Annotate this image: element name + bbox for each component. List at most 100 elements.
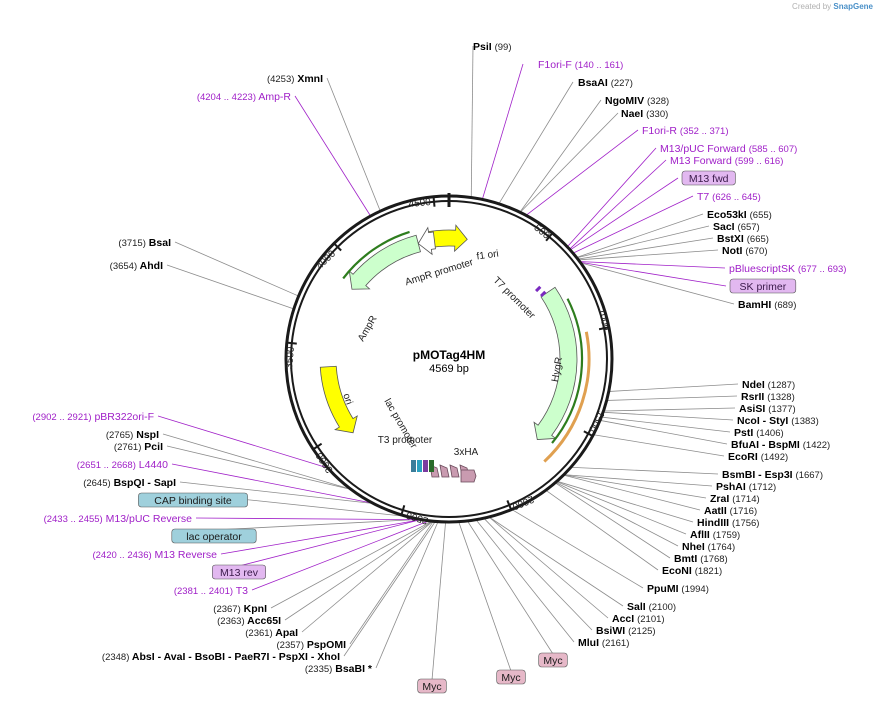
- label-position: (1287): [768, 380, 795, 391]
- hygr-track-green: [551, 298, 584, 444]
- label-position: (1383): [791, 416, 818, 427]
- leader-line: [564, 474, 701, 511]
- label-name: ZraI: [710, 493, 732, 505]
- leader-line: [484, 518, 593, 631]
- site-label-absi-avai-bsobi-paer7i-pspxi-xhoi: (2348) AbsI - AvaI - BsoBI - PaeR7I - Ps…: [102, 651, 340, 663]
- leader-line: [570, 177, 679, 250]
- label-position: (4204 .. 4223): [197, 92, 256, 103]
- label-name: PshAI: [716, 481, 749, 493]
- leader-line: [557, 481, 694, 523]
- label-position: (2125): [628, 626, 655, 637]
- leader-line: [565, 474, 713, 487]
- leader-line: [499, 81, 574, 204]
- leader-line: [600, 420, 728, 445]
- label-name: PpuMI: [647, 583, 681, 595]
- site-label-mlui: MluI (2161): [578, 637, 629, 649]
- label-name: BmtI: [674, 553, 700, 565]
- label-position: (665): [747, 234, 769, 245]
- label-position: (1492): [761, 452, 788, 463]
- 3xha-label: 3xHA: [454, 447, 479, 458]
- label-name: BsmBI - Esp3I: [722, 469, 796, 481]
- ori-arrow: [319, 365, 358, 434]
- label-position: (1756): [732, 518, 759, 529]
- leader-line: [577, 225, 710, 258]
- tick-mark: [432, 196, 436, 207]
- site-label-acc65i: (2363) Acc65I: [217, 615, 281, 627]
- label-position: (1377): [768, 404, 795, 415]
- label-name: AsiSI: [739, 403, 768, 415]
- label-position: (328): [647, 96, 669, 107]
- leader-line: [512, 509, 644, 589]
- primer-label-m13-puc-forward: M13/pUC Forward (585 .. 607): [660, 143, 797, 155]
- label-name: M13 Reverse: [152, 549, 218, 561]
- label-name: Eco53kI: [707, 209, 750, 221]
- primer-label-f1ori-r: F1ori-R (352 .. 371): [642, 125, 729, 137]
- hygr-arrow: [533, 286, 578, 440]
- primer-label-f1ori-f: F1ori-F (140 .. 161): [538, 59, 623, 71]
- tick-label: 1000: [596, 308, 611, 332]
- site-label-bstxi: BstXI (665): [717, 233, 769, 245]
- label-name: BfuAI - BspMI: [731, 439, 803, 451]
- leader-line: [572, 466, 719, 475]
- t3-promoter-label: T3 promoter: [378, 435, 433, 446]
- leader-line: [251, 521, 428, 591]
- myc-box: [496, 669, 526, 685]
- site-label-psii: PsiI (99): [473, 41, 512, 53]
- label-position: (677 .. 693): [798, 264, 847, 275]
- leader-line: [431, 522, 446, 681]
- label-position: (2381 .. 2401): [174, 586, 233, 597]
- tick-label: 2500: [405, 509, 430, 526]
- label-name: PstI: [734, 427, 756, 439]
- label-position: (585 .. 607): [749, 144, 798, 155]
- small-element-glyph: [417, 460, 422, 472]
- leader-line: [567, 147, 657, 247]
- label-position: (626 .. 645): [712, 192, 761, 203]
- label-position: (3715): [118, 238, 145, 249]
- primer-label-m13-reverse: (2420 .. 2436) M13 Reverse: [92, 549, 217, 561]
- site-label-bmti: BmtI (1768): [674, 553, 728, 565]
- snapgene-logo: SnapGene: [833, 2, 873, 11]
- lac-operator-box: [171, 528, 257, 544]
- label-name: NaeI: [621, 108, 646, 120]
- site-label-nhei: NheI (1764): [682, 541, 735, 553]
- label-position: (3654): [110, 261, 137, 272]
- label-name: pBluescriptSK: [729, 263, 798, 275]
- site-label-bsaai: BsaAI (227): [578, 77, 633, 89]
- leader-line: [482, 63, 524, 199]
- label-name: AbsI - AvaI - BsoBI - PaeR7I - PspXI - X…: [129, 651, 340, 663]
- site-label-pshai: PshAI (1712): [716, 481, 776, 493]
- tick-mark: [598, 326, 610, 331]
- label-name: M13 Forward: [670, 155, 735, 167]
- myc-box-label: Myc: [543, 655, 562, 667]
- site-label-ecori: EcoRI (1492): [728, 451, 788, 463]
- site-label-xmni: (4253) XmnI: [267, 73, 323, 85]
- label-name: NcoI - StyI: [737, 415, 791, 427]
- leader-line: [579, 249, 719, 261]
- label-name: PciI: [141, 441, 163, 453]
- leader-line: [577, 213, 704, 258]
- site-label-ppumi: PpuMI (1994): [647, 583, 709, 595]
- myc-box-label: Myc: [422, 681, 441, 693]
- label-name: ApaI: [273, 627, 298, 639]
- label-name: F1ori-F: [538, 59, 575, 71]
- leader-line: [520, 99, 602, 212]
- m13-fwd-box-label: M13 fwd: [689, 173, 729, 185]
- primer-label-t7: T7 (626 .. 645): [697, 191, 761, 203]
- site-label-nspi: (2765) NspI: [106, 429, 159, 441]
- label-position: (330): [646, 109, 668, 120]
- label-position: (2357): [277, 640, 304, 651]
- label-name: AflII: [690, 529, 713, 541]
- label-position: (1328): [767, 392, 794, 403]
- label-position: (1667): [796, 470, 823, 481]
- site-label-ahdi: (3654) AhdI: [110, 260, 163, 272]
- cap-binding-site-box-label: CAP binding site: [154, 495, 232, 507]
- label-position: (689): [774, 300, 796, 311]
- label-position: (2902 .. 2921): [32, 412, 91, 423]
- label-position: (599 .. 616): [735, 156, 784, 167]
- ampr-promoter-label: AmpR promoter: [404, 257, 475, 288]
- label-name: RsrII: [741, 391, 767, 403]
- site-label-aflii: AflII (1759): [690, 529, 740, 541]
- label-position: (2101): [637, 614, 664, 625]
- label-name: NdeI: [742, 379, 768, 391]
